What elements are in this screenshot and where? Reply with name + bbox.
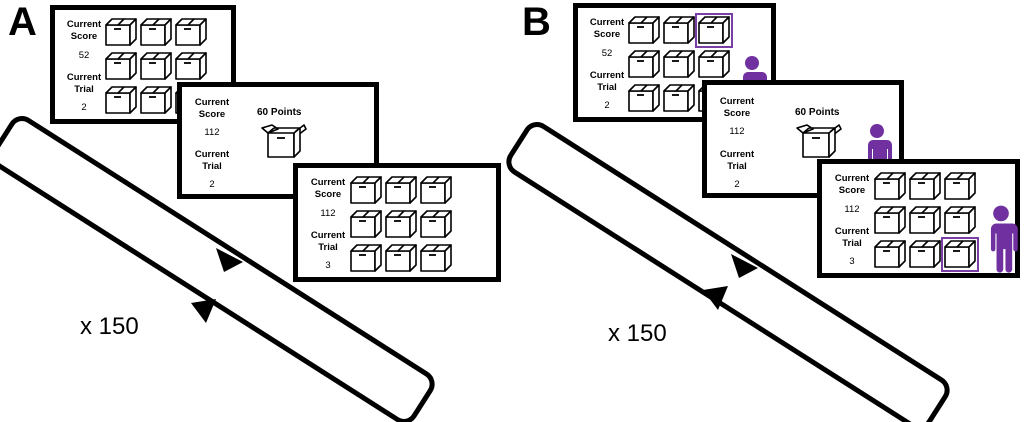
closed-box-icon[interactable] [944,206,976,234]
closed-box-icon[interactable] [874,206,906,234]
score-value: 52 [601,48,613,59]
score-value: 112 [729,126,745,137]
repeat-count: x 150 [608,320,667,347]
closed-box-icon[interactable] [874,240,906,268]
score-value: 112 [320,208,336,219]
arrow-up-left-icon [703,286,728,310]
closed-box-icon[interactable] [944,172,976,200]
closed-box-icon[interactable] [874,172,906,200]
closed-box-icon[interactable] [628,50,660,78]
trial-value: 2 [604,100,610,111]
trial-value: 2 [734,179,740,190]
closed-box-icon[interactable] [628,84,660,112]
closed-box-icon[interactable] [663,50,695,78]
closed-box-icon[interactable] [909,172,941,200]
closed-box-icon[interactable] [663,84,695,112]
score-value: 112 [204,127,220,138]
closed-box-icon[interactable] [909,206,941,234]
closed-box-icon[interactable] [698,50,730,78]
arrow-down-right-icon [731,254,758,278]
score-value: 52 [78,50,90,61]
closed-box-icon[interactable] [663,16,695,44]
closed-box-icon[interactable] [909,240,941,268]
closed-box-icon[interactable] [628,16,660,44]
trial-value: 2 [81,102,87,113]
panel-label: B [522,0,551,44]
score-value: 112 [844,204,860,215]
panel-label: A [8,0,37,44]
selected-box-highlight [941,237,979,272]
observer-person-icon [982,202,1020,274]
trial-value: 3 [325,260,331,271]
arrow-up-left-icon [191,299,216,323]
trial-value: 2 [209,179,215,190]
points-earned: 60 Points [795,107,840,118]
trial-value: 3 [849,256,855,267]
points-earned: 60 Points [257,107,302,118]
repeat-count: x 150 [80,313,139,340]
selected-box-highlight [695,13,733,48]
arrow-down-right-icon [216,248,243,272]
open-box-icon [795,123,843,159]
loop-outline [0,116,435,422]
